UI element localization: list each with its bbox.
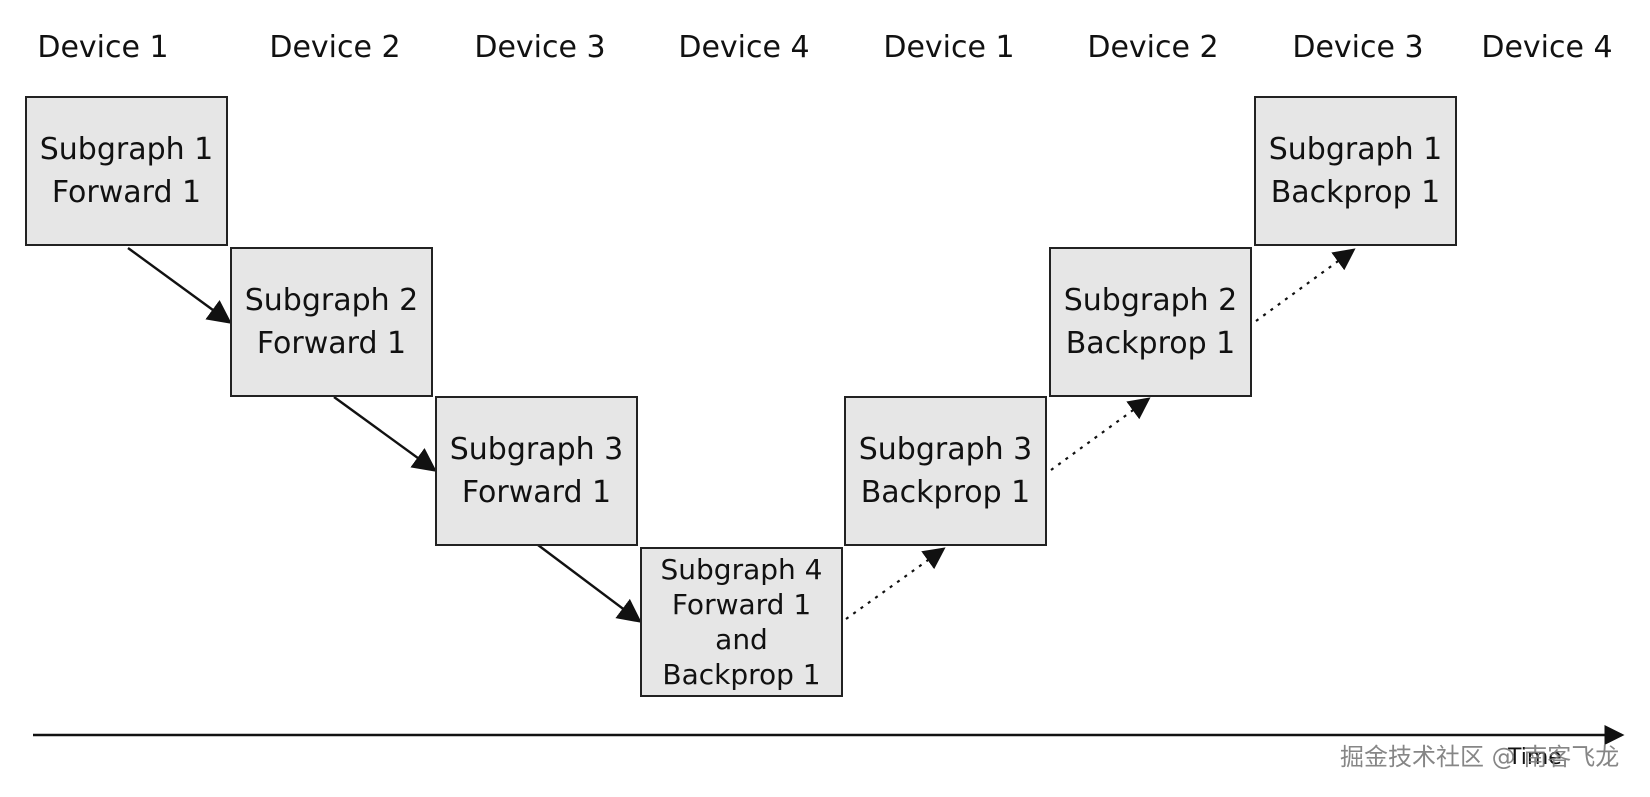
block-subgraph-3-backprop-1: Subgraph 3 Backprop 1 xyxy=(844,396,1047,546)
block-subgraph-2-backprop-1: Subgraph 2 Backprop 1 xyxy=(1049,247,1252,397)
device-label-3: Device 3 xyxy=(474,30,606,65)
block-5-line-2: Backprop 1 xyxy=(860,475,1031,510)
backprop-arrow-2 xyxy=(1050,397,1151,471)
backprop-arrow-3 xyxy=(1255,248,1356,322)
forward-arrow-3 xyxy=(537,544,642,623)
device-label-4: Device 4 xyxy=(678,30,810,65)
block-subgraph-4-forward-and-backprop: Subgraph 4 Forward 1 and Backprop 1 xyxy=(640,547,843,697)
block-7-line-2: Backprop 1 xyxy=(1270,175,1441,210)
block-4-line-3: and xyxy=(715,623,768,656)
watermark-text: 掘金技术社区 @ 南客飞龙 xyxy=(1340,743,1620,771)
forward-arrow-1 xyxy=(127,247,232,324)
time-axis-label: Time xyxy=(1508,745,1562,770)
block-4-line-1: Subgraph 4 xyxy=(660,553,823,586)
backprop-arrow-1 xyxy=(845,547,946,620)
device-label-1: Device 1 xyxy=(37,30,169,65)
device-label-8: Device 4 xyxy=(1481,30,1613,65)
block-2-line-2: Forward 1 xyxy=(256,326,407,361)
block-5-line-1: Subgraph 3 xyxy=(858,432,1033,467)
device-label-5: Device 1 xyxy=(883,30,1015,65)
device-label-6: Device 2 xyxy=(1087,30,1219,65)
forward-arrow-2 xyxy=(333,396,437,472)
block-1-line-1: Subgraph 1 xyxy=(39,132,214,167)
block-subgraph-2-forward-1: Subgraph 2 Forward 1 xyxy=(230,247,433,397)
block-2-line-1: Subgraph 2 xyxy=(244,283,419,318)
device-label-2: Device 2 xyxy=(269,30,401,65)
block-subgraph-3-forward-1: Subgraph 3 Forward 1 xyxy=(435,396,638,546)
block-4-line-2: Forward 1 xyxy=(671,588,812,621)
block-6-line-1: Subgraph 2 xyxy=(1063,283,1238,318)
block-subgraph-1-backprop-1: Subgraph 1 Backprop 1 xyxy=(1254,96,1457,246)
block-6-line-2: Backprop 1 xyxy=(1065,326,1236,361)
block-3-line-2: Forward 1 xyxy=(461,475,612,510)
block-7-line-1: Subgraph 1 xyxy=(1268,132,1443,167)
block-1-line-2: Forward 1 xyxy=(51,175,202,210)
block-subgraph-1-forward-1: Subgraph 1 Forward 1 xyxy=(25,96,228,246)
block-3-line-1: Subgraph 3 xyxy=(449,432,624,467)
device-label-7: Device 3 xyxy=(1292,30,1424,65)
block-4-line-4: Backprop 1 xyxy=(662,658,821,691)
